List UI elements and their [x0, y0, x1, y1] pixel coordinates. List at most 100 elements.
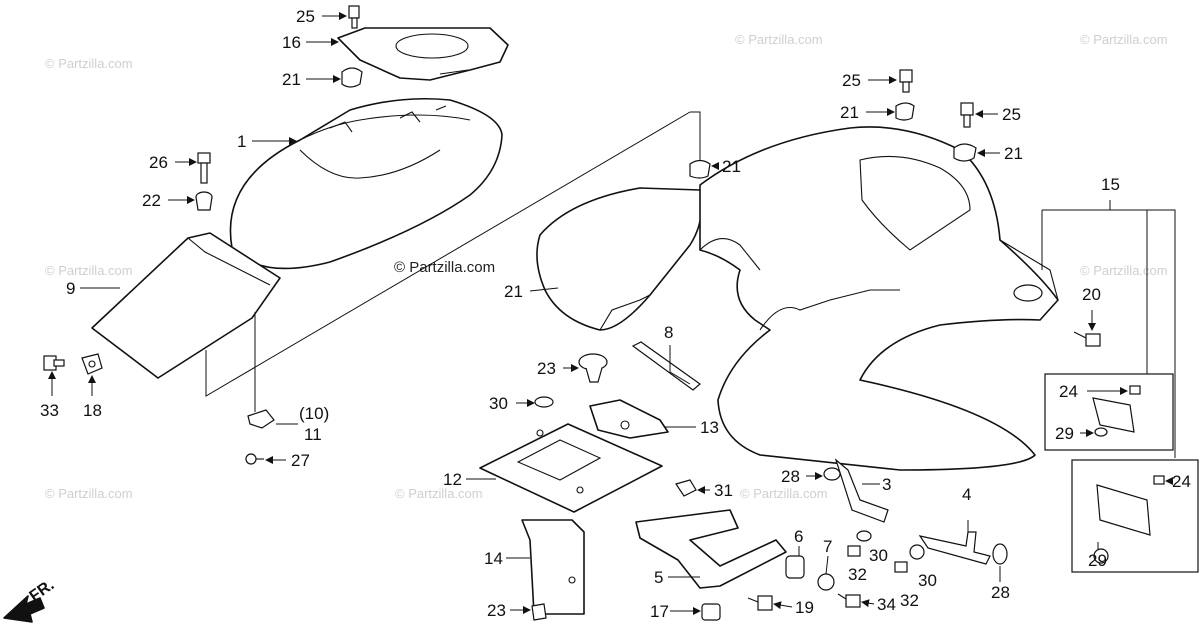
stay-8: [631, 341, 701, 391]
clip-23-top: [578, 353, 608, 383]
watermark-text: © Partzilla.com: [45, 263, 133, 278]
callout-31: 31: [714, 481, 733, 500]
clip-18: [81, 353, 103, 375]
callout-25: 25: [296, 7, 315, 26]
callout-30: 30: [489, 394, 508, 413]
callout-30: 30: [869, 546, 888, 565]
leader-lines: [48, 12, 1173, 615]
nut-17: [701, 603, 721, 621]
bolt-32-b: [894, 561, 908, 573]
plate-12: [479, 423, 663, 513]
callout-4: 4: [962, 485, 971, 504]
callout-29: 29: [1055, 424, 1074, 443]
callout-14: 14: [484, 549, 503, 568]
part-2-side-cover: [536, 187, 703, 331]
grommet-6: [785, 555, 805, 579]
bolt-25-right-a: [899, 69, 913, 93]
bracket-5: [635, 509, 787, 589]
callout-29: 29: [1088, 551, 1107, 570]
callout-32: 32: [848, 565, 867, 584]
grommet-21-right-a: [895, 102, 915, 121]
bolt-20: [1073, 331, 1101, 347]
collar-22: [195, 191, 213, 211]
callout-18: 18: [83, 401, 102, 420]
callout-21: 21: [722, 157, 741, 176]
callout-11: 11: [304, 425, 322, 444]
part-16-plate: [337, 27, 509, 81]
bolt-26: [197, 152, 211, 184]
rear-fender-body: [699, 126, 1059, 471]
callout-21: 21: [1004, 144, 1023, 163]
clip-23-bottom: [531, 603, 547, 621]
bolt-33: [43, 355, 65, 371]
center-watermark: © Partzilla.com: [394, 259, 495, 276]
callout-24: 24: [1059, 382, 1078, 401]
watermark-text: © Partzilla.com: [1080, 263, 1168, 278]
callout-19: 19: [795, 598, 814, 617]
callout-15: 15: [1101, 175, 1120, 194]
callout-6: 6: [794, 527, 803, 546]
callout-5: 5: [654, 568, 663, 587]
callout-13: 13: [700, 418, 719, 437]
bracket-13: [589, 399, 669, 439]
washer-28-a: [823, 467, 841, 481]
callout-34: 34: [877, 595, 896, 614]
screw-27: [245, 453, 264, 465]
collar-7: [817, 573, 835, 591]
callout-22: 22: [142, 191, 161, 210]
callout-7: 7: [823, 537, 832, 556]
callout-21: 21: [840, 103, 859, 122]
washer-30-mid: [856, 530, 872, 542]
callout-3: 3: [882, 475, 891, 494]
bolt-34: [837, 593, 861, 608]
watermark-text: © Partzilla.com: [45, 486, 133, 501]
callout-20: 20: [1082, 285, 1101, 304]
part-15-box-lower: [1071, 459, 1199, 573]
callout-33: 33: [40, 401, 59, 420]
grommet-21-left: [341, 67, 363, 88]
grommet-21-right-b: [953, 143, 977, 162]
watermark-text: © Partzilla.com: [395, 486, 483, 501]
callout-17: 17: [650, 602, 669, 621]
bracket-3: [834, 458, 889, 523]
part-1-seat-cowl: [229, 97, 503, 270]
washer-28-b: [992, 543, 1008, 565]
callout-28: 28: [991, 583, 1010, 602]
callout-12: 12: [443, 470, 462, 489]
callout-26: 26: [149, 153, 168, 172]
washer-30-top: [534, 396, 554, 408]
part-15-box-upper: [1044, 373, 1174, 451]
callout-10: (10): [299, 404, 329, 423]
nut-31: [675, 479, 697, 497]
bolt-25-right-b: [960, 102, 974, 128]
callout-23: 23: [537, 359, 556, 378]
callout-25: 25: [842, 71, 861, 90]
bolt-32-a: [847, 545, 861, 557]
callout-25: 25: [1002, 105, 1021, 124]
watermark-text: © Partzilla.com: [735, 32, 823, 47]
watermark-text: © Partzilla.com: [45, 56, 133, 71]
watermark-text: © Partzilla.com: [740, 486, 828, 501]
washer-30-right: [909, 544, 925, 560]
callout-21: 21: [282, 70, 301, 89]
part-9-rear-flap: [91, 232, 281, 379]
callout-32: 32: [900, 591, 919, 610]
front-direction-arrow: [3, 595, 45, 623]
callout-1: 1: [237, 132, 246, 151]
bolt-19: [747, 595, 773, 611]
callout-9: 9: [66, 279, 75, 298]
callout-16: 16: [282, 33, 301, 52]
watermark-text: © Partzilla.com: [1080, 32, 1168, 47]
callout-23: 23: [487, 601, 506, 620]
callout-24: 24: [1172, 472, 1191, 491]
stay-4: [918, 531, 991, 565]
callout-8: 8: [664, 323, 673, 342]
plate-14: [521, 519, 585, 615]
callout-30: 30: [918, 571, 937, 590]
grommet-21-mid: [689, 159, 711, 179]
clip-11: [247, 409, 275, 429]
watermarks: © Partzilla.com © Partzilla.com © Partzi…: [45, 32, 1168, 501]
callout-27: 27: [291, 451, 310, 470]
assembly-lines: [205, 111, 1176, 458]
